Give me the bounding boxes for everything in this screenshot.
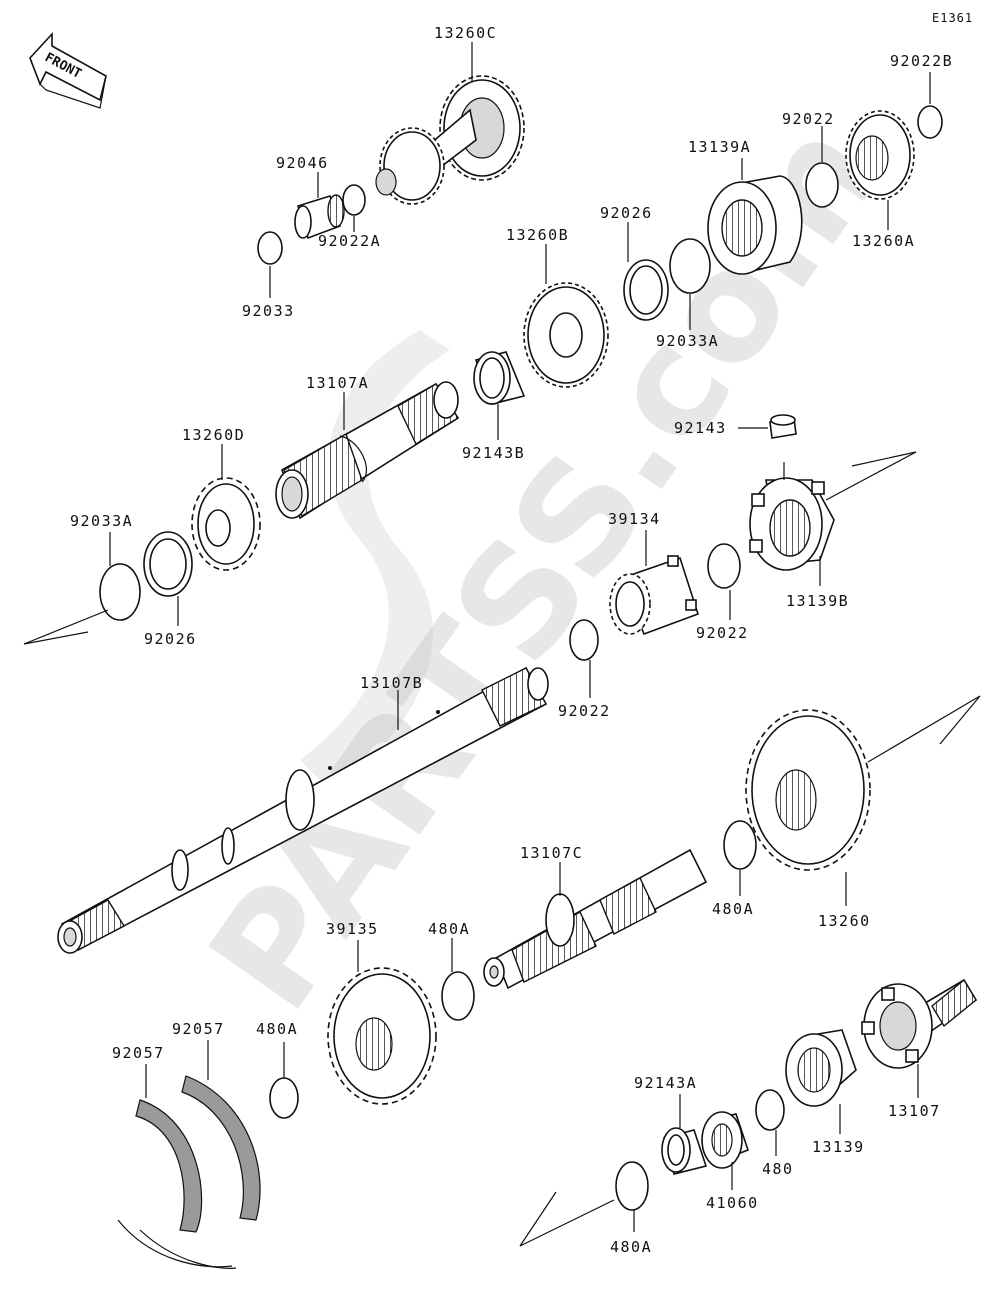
label-13260A: 13260A — [852, 232, 915, 250]
part-92143-collar — [769, 414, 797, 439]
part-92057-chain-a — [117, 1099, 233, 1268]
part-92022A-washer — [342, 184, 366, 216]
label-480A-mid: 480A — [428, 920, 470, 938]
part-480A-circlip-bottom — [615, 1161, 649, 1211]
label-92143: 92143 — [674, 419, 727, 437]
front-arrow-icon: FRONT — [29, 31, 107, 109]
label-480A-left: 480A — [256, 1020, 298, 1038]
label-13107: 13107 — [888, 1102, 941, 1120]
label-92046: 92046 — [276, 154, 329, 172]
label-480A-right: 480A — [712, 900, 754, 918]
label-39134: 39134 — [608, 510, 661, 528]
label-92033A-top: 92033A — [656, 332, 719, 350]
part-92046-bearing — [294, 194, 345, 240]
label-92026-left: 92026 — [144, 630, 197, 648]
part-39135-gear — [327, 967, 437, 1105]
part-13107A-shaft — [275, 381, 460, 520]
label-92033A-left: 92033A — [70, 512, 133, 530]
part-13107-shaft — [861, 978, 978, 1069]
part-13260A-gear — [845, 110, 915, 200]
diagram-code: E1361 — [932, 11, 973, 25]
label-92033: 92033 — [242, 302, 295, 320]
label-39135: 39135 — [326, 920, 379, 938]
label-480: 480 — [762, 1160, 794, 1178]
part-13139A-sleeve — [707, 175, 803, 275]
part-92033-circlip — [257, 231, 283, 265]
part-13260D-gear — [191, 477, 261, 571]
label-13107B: 13107B — [360, 674, 423, 692]
part-13139B-hub — [749, 462, 835, 571]
part-480A-circlip-mid — [441, 971, 475, 1021]
label-13139: 13139 — [812, 1138, 865, 1156]
label-13260: 13260 — [818, 912, 871, 930]
label-92057-b: 92057 — [172, 1020, 225, 1038]
part-92022-washer-top — [805, 162, 839, 208]
label-13107C: 13107C — [520, 844, 583, 862]
label-92026-top: 92026 — [600, 204, 653, 222]
part-92022-washer-low — [569, 619, 599, 661]
label-41060: 41060 — [706, 1194, 759, 1212]
part-13107B-main-shaft — [57, 666, 549, 954]
label-13139B: 13139B — [786, 592, 849, 610]
label-92143B: 92143B — [462, 444, 525, 462]
label-13260B: 13260B — [506, 226, 569, 244]
part-480-circlip — [755, 1089, 785, 1131]
part-13260-gear — [745, 709, 871, 871]
label-13139A: 13139A — [688, 138, 751, 156]
label-13260D: 13260D — [182, 426, 245, 444]
part-13260C-gear — [375, 75, 525, 205]
part-13107C-shaft — [483, 848, 708, 990]
label-92022-mid: 92022 — [696, 624, 749, 642]
part-92022B-washer — [917, 105, 943, 139]
part-13139-hub — [785, 1029, 857, 1107]
label-92022B: 92022B — [890, 52, 953, 70]
part-480A-circlip-right — [723, 820, 757, 870]
part-480A-circlip-left — [269, 1077, 299, 1119]
part-92022-washer-mid — [707, 543, 741, 589]
part-39134-sleeve — [609, 555, 699, 636]
part-41060-hub — [701, 1111, 750, 1169]
label-92022-top: 92022 — [782, 110, 835, 128]
part-92033A-circlip-left — [99, 563, 141, 621]
label-92057-a: 92057 — [112, 1044, 165, 1062]
part-92057-chain-b — [139, 1075, 261, 1269]
label-13260C: 13260C — [434, 24, 497, 42]
label-13107A: 13107A — [306, 374, 369, 392]
label-92143A: 92143A — [634, 1074, 697, 1092]
part-92033A-circlip-top — [669, 238, 711, 294]
label-92022-low: 92022 — [558, 702, 611, 720]
label-480A-bottom: 480A — [610, 1238, 652, 1256]
part-92143A-collar — [661, 1127, 708, 1175]
part-13260B-gear — [523, 282, 609, 388]
label-92022A: 92022A — [318, 232, 381, 250]
part-92143B-collar — [473, 351, 526, 405]
